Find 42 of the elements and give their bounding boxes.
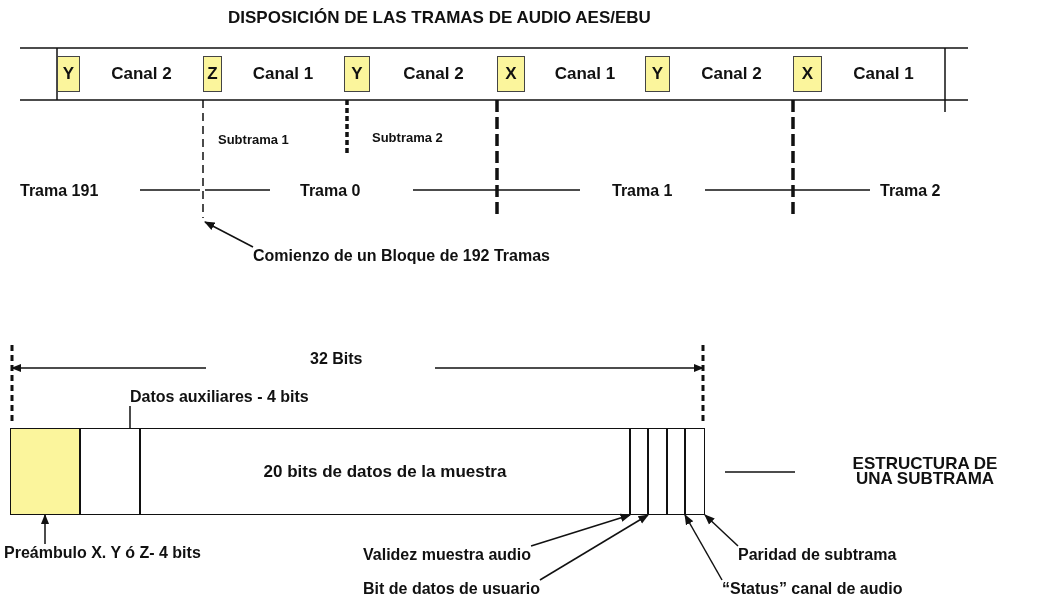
- channel-cell: Canal 2: [80, 48, 203, 100]
- channel-cell: Canal 2: [670, 48, 793, 100]
- callout-label: Validez muestra audio: [363, 546, 532, 564]
- frame-label: Trama 2: [880, 182, 941, 200]
- leader-line: [684, 514, 723, 581]
- preamble-cell: Z: [203, 56, 222, 92]
- preamble-cell: Y: [344, 56, 370, 92]
- callout-label: Paridad de subtrama: [738, 546, 897, 564]
- bit-field: [667, 428, 685, 515]
- frame-label: Trama 1: [612, 182, 673, 200]
- diagram-title: DISPOSICIÓN DE LAS TRAMAS DE AUDIO AES/EBU: [228, 8, 651, 28]
- leader-line: [40, 513, 50, 545]
- channel-cell: Canal 2: [370, 48, 497, 100]
- frame-label: Subtrama 2: [372, 130, 443, 145]
- preamble-cell: Y: [645, 56, 670, 92]
- channel-cell: Canal 1: [222, 48, 344, 100]
- frame-label: Trama 191: [20, 182, 99, 200]
- aux-data-field: [80, 428, 140, 515]
- preamble-cell: X: [793, 56, 822, 92]
- preamble-cell: X: [497, 56, 525, 92]
- callout-label: Comienzo de un Bloque de 192 Tramas: [253, 247, 550, 265]
- preamble-cell: Y: [57, 56, 80, 92]
- leader-line: [539, 514, 649, 581]
- leader-line: [704, 514, 739, 547]
- frame-label: Trama 0: [300, 182, 361, 200]
- channel-cell: Canal 1: [822, 48, 945, 100]
- dimension-label: 32 Bits: [310, 350, 363, 368]
- structure-label: ESTRUCTURA DE UNA SUBTRAMA: [851, 456, 999, 486]
- leader-line: [530, 513, 631, 547]
- channel-cell: Canal 1: [525, 48, 645, 100]
- callout-label: Datos auxiliares - 4 bits: [130, 388, 309, 406]
- bit-field: [685, 428, 705, 515]
- frame-label: Subtrama 1: [218, 132, 289, 147]
- sample-data-field: 20 bits de datos de la muestra: [140, 428, 630, 515]
- bit-field: [648, 428, 667, 515]
- callout-label: “Status” canal de audio: [722, 580, 903, 598]
- bit-field: [630, 428, 648, 515]
- callout-label: Bit de datos de usuario: [363, 580, 540, 598]
- leader-line: [129, 405, 131, 429]
- callout-label: Preámbulo X. Y ó Z- 4 bits: [4, 544, 201, 562]
- leader-line: [204, 221, 254, 248]
- preamble-field: [10, 428, 80, 515]
